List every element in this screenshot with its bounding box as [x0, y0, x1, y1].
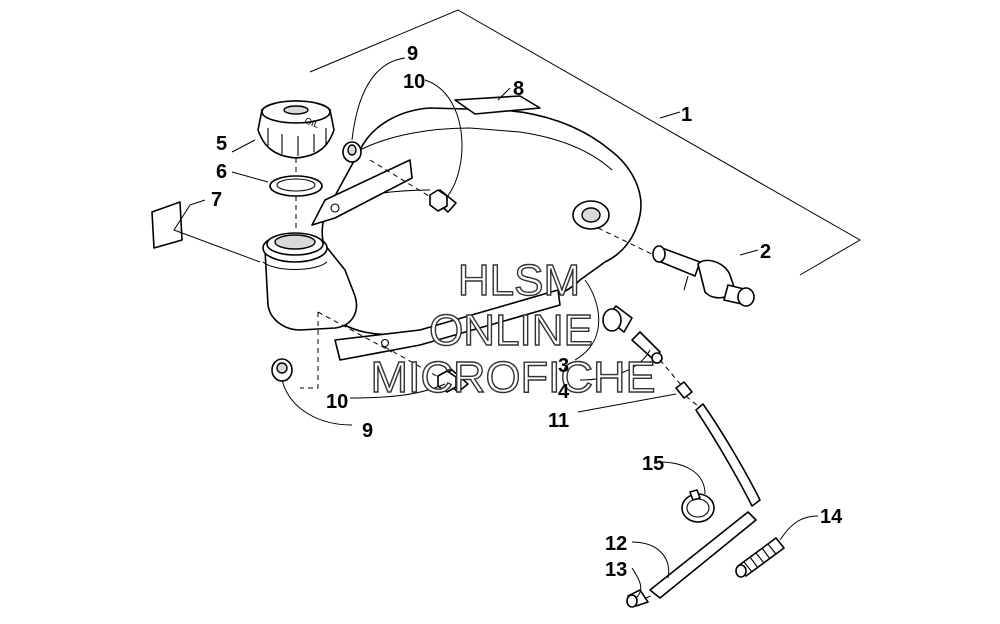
callout-5: 5	[216, 133, 227, 155]
callout-10-top: 10	[403, 71, 425, 93]
callout-10-bottom: 10	[326, 391, 348, 413]
callout-15: 15	[642, 453, 664, 475]
fitting-13	[626, 589, 649, 608]
callout-9-top: 9	[407, 43, 418, 65]
o-ring	[269, 175, 323, 197]
hose-clamp-15	[681, 489, 715, 523]
callout-9-bottom: 9	[362, 420, 373, 442]
grommet-top	[342, 141, 362, 163]
filler-cap: OIL	[257, 100, 335, 159]
clamp-11	[675, 381, 693, 399]
tube-12	[649, 511, 757, 599]
callout-labels: 1 2 3 4 5 6 7 8 9 10 10 9 11 15 12 13 14	[211, 43, 843, 581]
bolt-bottom	[384, 346, 469, 393]
watermark: HLSM ONLINE MICROFICHE	[370, 255, 656, 402]
fitting-4	[631, 331, 663, 364]
grommet-bottom	[271, 358, 293, 382]
callout-14: 14	[820, 506, 843, 528]
callout-13: 13	[605, 559, 627, 581]
watermark-line3: MICROFICHE	[371, 353, 656, 402]
assembly-bracket-1	[309, 9, 861, 276]
decal	[151, 201, 183, 249]
fitting-3	[602, 305, 633, 333]
spring-guard-14	[735, 537, 785, 578]
callout-6: 6	[216, 161, 227, 183]
upper-mount-bracket	[311, 159, 413, 226]
breather-valve	[652, 245, 755, 307]
watermark-line2: ONLINE	[429, 306, 593, 355]
bolt-top	[369, 159, 457, 213]
callout-4: 4	[558, 381, 570, 403]
callout-11: 11	[548, 410, 569, 432]
callout-1: 1	[681, 104, 692, 126]
lower-mount-bracket	[334, 289, 561, 361]
cap-label: OIL	[303, 115, 320, 129]
callout-8: 8	[513, 78, 524, 100]
callout-12: 12	[605, 533, 627, 555]
watermark-line1: HLSM	[458, 256, 580, 305]
filler-neck	[262, 232, 358, 331]
callout-2: 2	[760, 241, 771, 263]
hose	[695, 403, 761, 507]
callout-3: 3	[558, 355, 569, 377]
leader-lines	[173, 57, 819, 599]
callout-7: 7	[211, 189, 222, 211]
